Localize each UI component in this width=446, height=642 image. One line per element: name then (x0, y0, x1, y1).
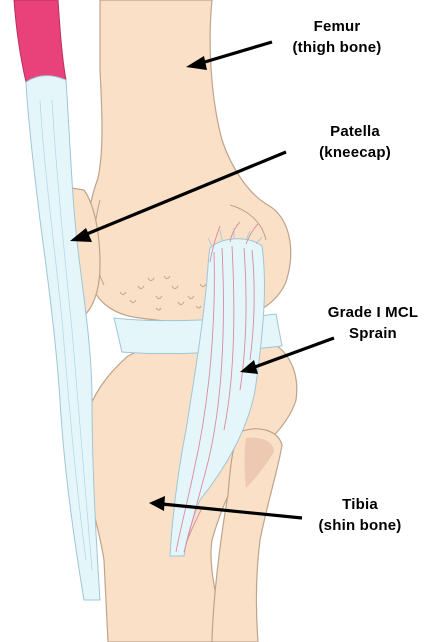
femur-label-desc: (thigh bone) (272, 37, 402, 58)
patellar-tendon (26, 76, 100, 600)
mcl-label-desc: Sprain (300, 323, 446, 344)
mcl-label-name: Grade I MCL (300, 302, 446, 323)
patella-label-desc: (kneecap) (300, 142, 410, 163)
patella-label: Patella (kneecap) (300, 121, 410, 163)
tibia-label: Tibia (shin bone) (300, 494, 420, 536)
femur-label: Femur (thigh bone) (272, 16, 402, 58)
quadriceps-muscle (14, 0, 66, 82)
tibia-label-name: Tibia (300, 494, 420, 515)
tibia-label-desc: (shin bone) (300, 515, 420, 536)
mcl-label: Grade I MCL Sprain (300, 302, 446, 344)
patella-label-name: Patella (300, 121, 410, 142)
femur-label-name: Femur (272, 16, 402, 37)
